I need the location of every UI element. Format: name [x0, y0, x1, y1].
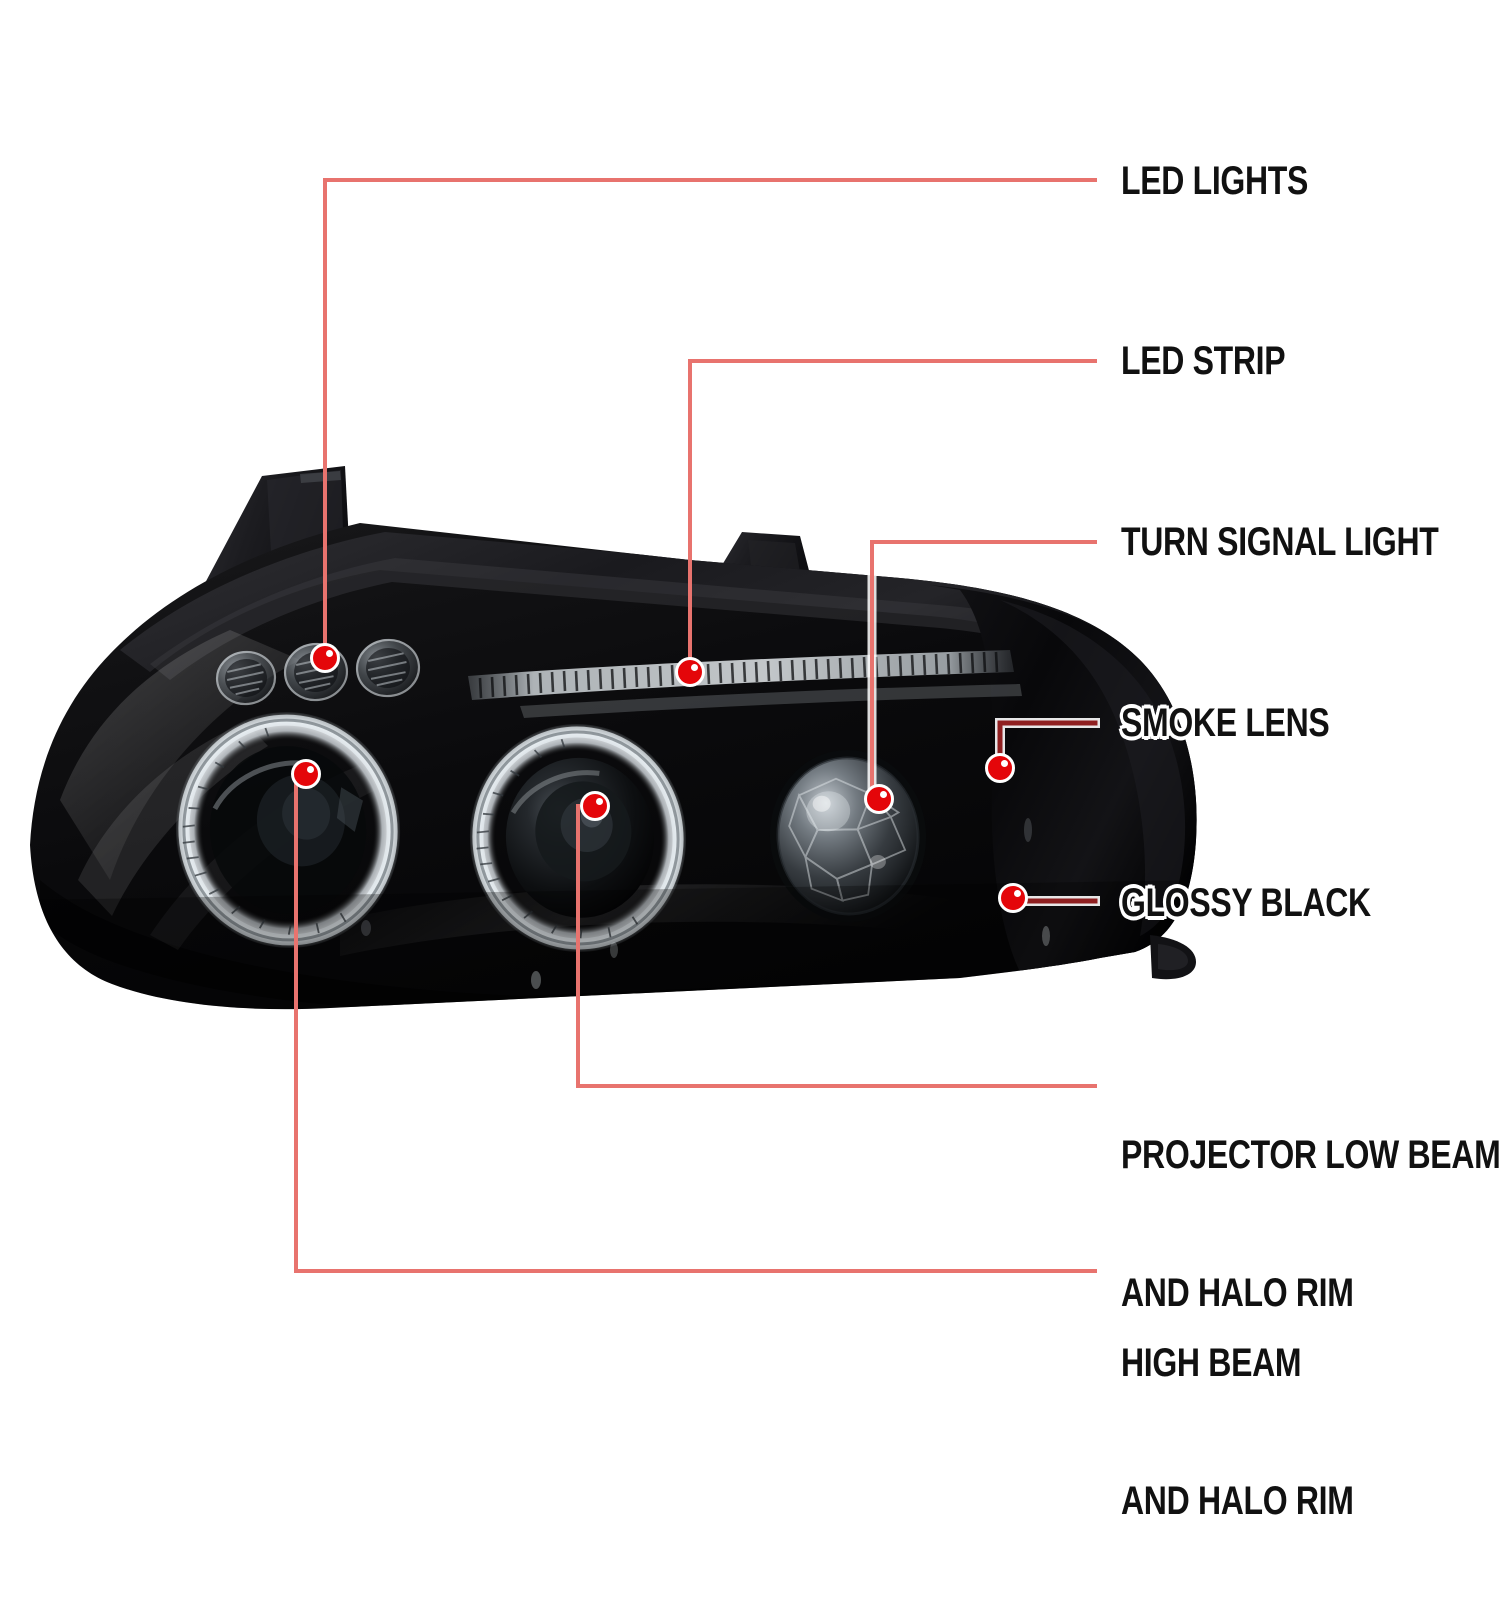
leader-turn-signal-halo — [867, 537, 1100, 804]
callout-label-high-beam: HIGH BEAM AND HALO RIM — [1121, 1248, 1354, 1616]
callout-label-smoke-lens: SMOKE LENS — [1121, 701, 1330, 745]
leader-led-lights — [323, 178, 1097, 660]
callout-dot-high-beam[interactable] — [291, 759, 321, 789]
leader-smoke-lens — [997, 720, 1098, 771]
leader-turn-signal — [870, 540, 1097, 801]
callout-label-turn-signal-light: TURN SIGNAL LIGHT — [1121, 520, 1439, 564]
callout-dot-glossy-black[interactable] — [998, 883, 1028, 913]
leader-high-beam — [294, 772, 1097, 1273]
callout-dot-smoke-lens[interactable] — [985, 753, 1015, 783]
callout-dot-led-lights[interactable] — [310, 643, 340, 673]
diagram-canvas: LED LIGHTS LED STRIP TURN SIGNAL LIGHT S… — [30, 159, 1500, 1523]
callout-label-high-beam-line2: AND HALO RIM — [1121, 1479, 1354, 1523]
callout-label-led-strip: LED STRIP — [1121, 339, 1286, 383]
leader-projector-low-beam — [576, 804, 1097, 1088]
callout-label-glossy-black: GLOSSY BLACK — [1121, 881, 1371, 925]
callout-dot-projector-low-beam[interactable] — [580, 791, 610, 821]
leader-led-strip — [688, 359, 1097, 674]
callout-dot-led-strip[interactable] — [675, 657, 705, 687]
callout-label-projector-low-beam-line1: PROJECTOR LOW BEAM — [1121, 1133, 1500, 1177]
callout-label-high-beam-line1: HIGH BEAM — [1121, 1341, 1302, 1385]
callout-label-led-lights: LED LIGHTS — [1121, 159, 1309, 203]
callout-label-projector-low-beam: PROJECTOR LOW BEAM AND HALO RIM — [1121, 1040, 1500, 1408]
callout-dot-turn-signal-light[interactable] — [864, 784, 894, 814]
leader-smoke-lens-halo — [995, 718, 1100, 773]
callout-label-projector-low-beam-line2: AND HALO RIM — [1121, 1271, 1354, 1315]
